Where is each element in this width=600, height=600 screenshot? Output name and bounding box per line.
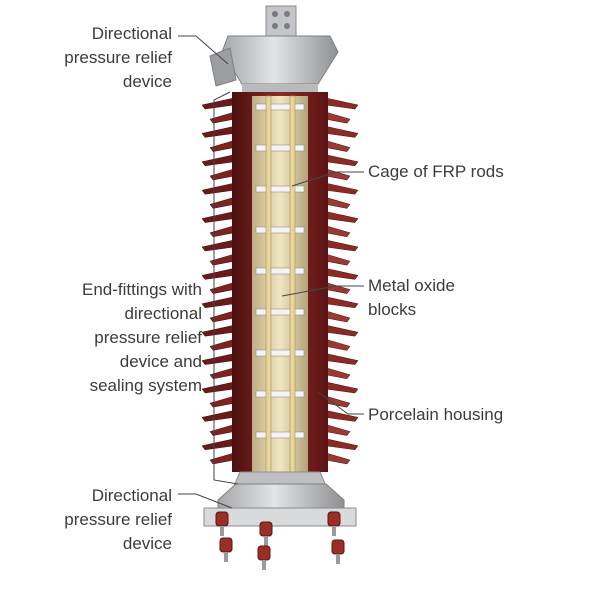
frp-rod xyxy=(265,95,272,473)
label-line: End-fittings with xyxy=(82,280,202,299)
mounting-foot xyxy=(259,521,273,546)
porcelain-shed-right xyxy=(325,182,359,195)
label-metal-oxide-blocks: Metal oxide blocks xyxy=(368,274,455,322)
leader-lines xyxy=(178,35,364,509)
label-line: sealing system xyxy=(89,376,202,395)
mounting-foot xyxy=(327,511,341,536)
metal-oxide-block-spacer xyxy=(255,349,305,357)
porcelain-shed-right xyxy=(325,197,351,209)
top-terminal xyxy=(265,5,297,37)
porcelain-shed-left xyxy=(201,353,235,365)
porcelain-shed-right xyxy=(325,367,351,380)
porcelain-shed-right xyxy=(325,111,351,124)
metal-oxide-block-spacer xyxy=(255,103,305,111)
metal-oxide-block-spacer xyxy=(255,144,305,152)
porcelain-shed-right xyxy=(325,225,351,238)
porcelain-shed-left xyxy=(201,126,235,138)
porcelain-shed-left xyxy=(201,381,235,394)
porcelain-shed-right xyxy=(325,395,351,408)
porcelain-shed-right xyxy=(325,211,359,223)
label-line: blocks xyxy=(368,300,417,319)
porcelain-shed-right xyxy=(325,282,351,294)
porcelain-shed-left xyxy=(201,97,235,110)
bottom-flange xyxy=(203,471,357,527)
porcelain-sheds xyxy=(201,97,359,465)
porcelain-shed-right xyxy=(325,438,359,451)
porcelain-shed-right xyxy=(325,126,359,138)
porcelain-shed-left xyxy=(201,211,235,223)
mounting-foot xyxy=(215,511,229,536)
frp-rod xyxy=(289,95,296,473)
metal-oxide-block-spacer xyxy=(255,185,305,193)
porcelain-shed-right xyxy=(325,410,359,422)
metal-oxide-block-spacer xyxy=(255,431,305,439)
porcelain-shed-right xyxy=(325,97,359,110)
leader-end-fittings-top xyxy=(213,91,231,290)
top-flange xyxy=(209,35,339,92)
porcelain-shed-right xyxy=(325,296,359,309)
metal-oxide-block-spacer xyxy=(255,267,305,275)
porcelain-shed-left xyxy=(201,324,235,337)
porcelain-shed-right xyxy=(325,154,359,167)
label-line: Metal oxide xyxy=(368,276,455,295)
porcelain-shed-right xyxy=(325,452,351,465)
label-porcelain-housing: Porcelain housing xyxy=(368,403,503,427)
porcelain-shed-right xyxy=(325,239,359,252)
active-part-cutaway xyxy=(252,95,308,473)
leader-cage xyxy=(291,171,364,187)
label-line: Directional xyxy=(91,24,172,43)
porcelain-shed-right xyxy=(325,253,351,266)
label-cage-frp-rods: Cage of FRP rods xyxy=(368,160,504,184)
porcelain-shed-left xyxy=(201,268,235,280)
porcelain-shed-left xyxy=(201,154,235,167)
label-line: device and xyxy=(119,352,202,371)
mounting-feet xyxy=(215,511,345,570)
label-line: device xyxy=(122,72,172,91)
porcelain-shed-right xyxy=(325,339,351,351)
label-line: pressure relief xyxy=(64,510,172,529)
metal-oxide-block-spacer xyxy=(255,390,305,398)
label-line: Cage of FRP rods xyxy=(368,162,504,181)
label-bottom-pressure-relief: Directional pressure relief device xyxy=(64,484,172,556)
mounting-foot xyxy=(331,539,345,564)
label-line: Porcelain housing xyxy=(368,405,504,424)
porcelain-shed-right xyxy=(325,353,359,365)
label-line: pressure relief xyxy=(94,328,202,347)
porcelain-shed-right xyxy=(325,140,351,152)
label-end-fittings: End-fittings with directional pressure r… xyxy=(82,278,202,398)
porcelain-shed-left xyxy=(201,182,235,195)
mounting-foot xyxy=(257,545,271,570)
porcelain-shed-left xyxy=(201,410,235,422)
metal-oxide-block-spacer xyxy=(255,308,305,316)
leader-top-relief xyxy=(178,35,229,65)
label-line: Directional xyxy=(91,486,172,505)
porcelain-shed-left xyxy=(201,239,235,252)
label-top-pressure-relief: Directional pressure relief device xyxy=(64,22,172,94)
label-line: device xyxy=(122,534,172,553)
leader-metal-oxide xyxy=(281,285,364,297)
label-line: pressure relief xyxy=(64,48,172,67)
label-line: directional xyxy=(124,304,203,323)
leader-porcelain xyxy=(317,391,364,415)
porcelain-shed-left xyxy=(201,296,235,309)
porcelain-shed-right xyxy=(325,324,359,337)
porcelain-shed-right xyxy=(325,424,351,436)
metal-oxide-block-spacer xyxy=(255,226,305,234)
porcelain-shed-right xyxy=(325,381,359,394)
porcelain-shed-right xyxy=(325,310,351,323)
porcelain-shed-left xyxy=(201,438,235,451)
leader-end-fittings-bottom xyxy=(213,290,239,485)
mounting-foot xyxy=(219,537,233,562)
leader-bottom-relief xyxy=(178,493,233,509)
porcelain-shed-right xyxy=(325,268,359,280)
